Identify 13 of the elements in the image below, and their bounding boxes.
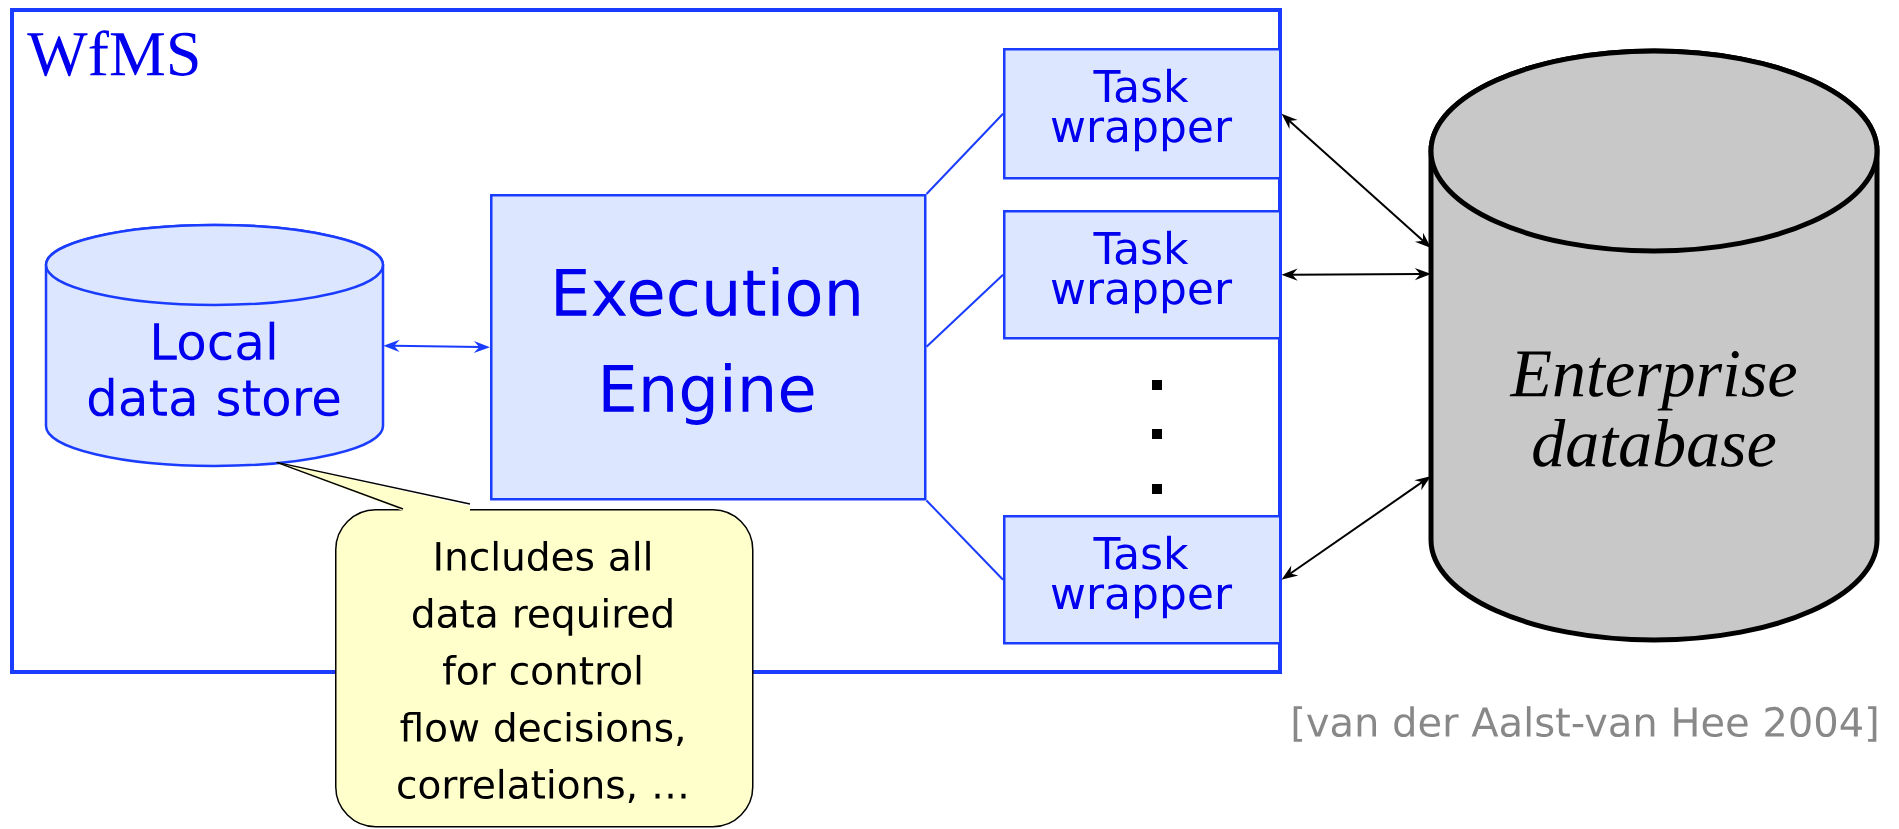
citation: [van der Aalst-van Hee 2004] — [1293, 706, 1877, 742]
node-label: Task wrapper — [1051, 535, 1233, 619]
node-label: Enterprise database — [1509, 351, 1797, 467]
node-label: Task wrapper — [1051, 230, 1233, 314]
node-label: Execution Engine — [556, 267, 859, 425]
node-label: WfMS — [27, 30, 198, 77]
connector-line — [925, 112, 1004, 195]
connector-line — [925, 273, 1004, 348]
callout-pointer — [275, 461, 471, 511]
node-label: Task wrapper — [1051, 68, 1233, 152]
node-label: Includes all data required for control flow decisions, correlations, … — [398, 540, 686, 804]
connector-line — [925, 499, 1004, 581]
node-label: Local data store — [88, 321, 340, 417]
